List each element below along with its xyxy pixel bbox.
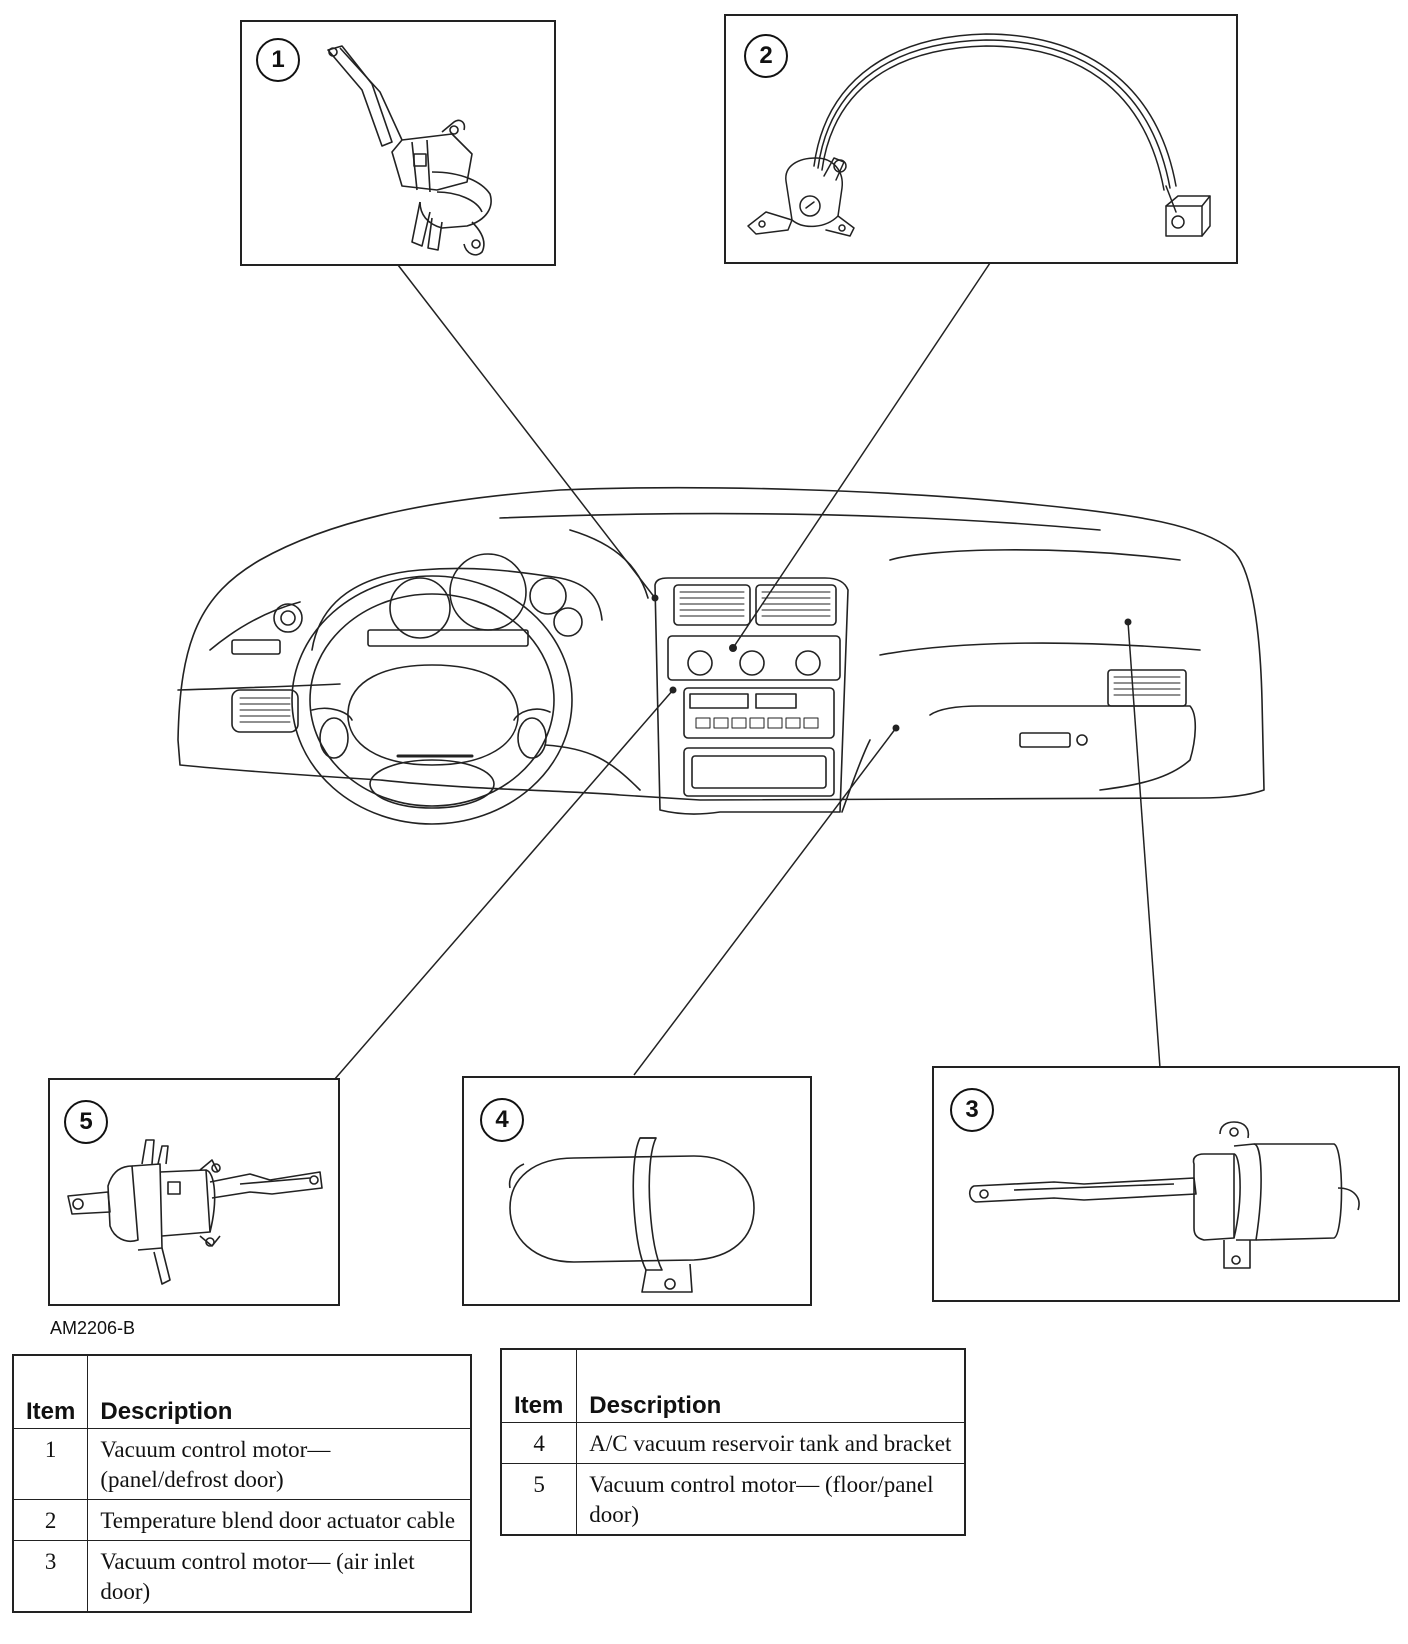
callout-1: 1 (256, 38, 300, 82)
table-row: 1 Vacuum control motor— (panel/defrost d… (12, 1428, 472, 1500)
component-panel-2: 2 (724, 14, 1238, 264)
legend-col-description: Description (576, 1348, 966, 1423)
callout-5: 5 (64, 1100, 108, 1144)
legend-item-description: Vacuum control motor— (panel/defrost doo… (87, 1428, 472, 1500)
component-panel-3: 3 (932, 1066, 1400, 1302)
legend-header-row: Item Description (12, 1354, 472, 1429)
table-row: 5 Vacuum control motor— (floor/panel doo… (500, 1463, 966, 1536)
component-panel-4: 4 (462, 1076, 812, 1306)
legend-item-number: 5 (500, 1463, 578, 1536)
vacuum-motor-floor-panel-illustration (67, 1139, 323, 1285)
vacuum-motor-panel-defrost-illustration (327, 45, 492, 256)
legend-item-number: 3 (12, 1540, 89, 1613)
callout-2: 2 (744, 34, 788, 78)
legend-col-item: Item (500, 1348, 578, 1423)
table-row: 4 A/C vacuum reservoir tank and bracket (500, 1422, 966, 1464)
legend-item-description: Vacuum control motor— (air inlet door) (87, 1540, 472, 1613)
legend-col-description: Description (87, 1354, 472, 1429)
legend-table-left: Item Description 1 Vacuum control motor—… (12, 1354, 472, 1613)
legend-header-row: Item Description (500, 1348, 966, 1423)
vacuum-motor-air-inlet-illustration (968, 1121, 1360, 1269)
component-panel-1: 1 (240, 20, 556, 266)
table-row: 3 Vacuum control motor— (air inlet door) (12, 1540, 472, 1613)
legend-item-description: Vacuum control motor— (floor/panel door) (576, 1463, 966, 1536)
legend-col-item: Item (12, 1354, 89, 1429)
callout-4: 4 (480, 1098, 524, 1142)
component-panel-5: 5 (48, 1078, 340, 1306)
legend-item-number: 2 (12, 1499, 89, 1541)
legend-item-number: 4 (500, 1422, 578, 1464)
legend-item-description: Temperature blend door actuator cable (87, 1499, 472, 1541)
legend-item-description: A/C vacuum reservoir tank and bracket (576, 1422, 966, 1464)
table-row: 2 Temperature blend door actuator cable (12, 1499, 472, 1541)
figure-code: AM2206-B (50, 1318, 136, 1338)
callout-3: 3 (950, 1088, 994, 1132)
legend-table-right: Item Description 4 A/C vacuum reservoir … (500, 1348, 966, 1536)
legend-item-number: 1 (12, 1428, 89, 1500)
vacuum-reservoir-tank-illustration (508, 1137, 755, 1293)
blend-door-actuator-cable-illustration (747, 33, 1211, 237)
